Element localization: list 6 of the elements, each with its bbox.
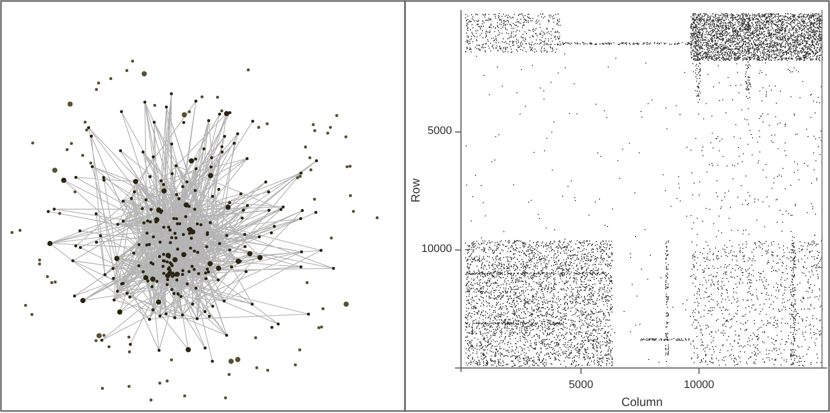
axis-title: Column	[621, 396, 663, 409]
axis-title: Row	[410, 178, 422, 202]
tick-label: 5000	[428, 125, 452, 138]
tick-label: 10000	[421, 243, 452, 256]
tick-label: 10000	[684, 379, 714, 392]
tick-label: 5000	[568, 379, 594, 392]
